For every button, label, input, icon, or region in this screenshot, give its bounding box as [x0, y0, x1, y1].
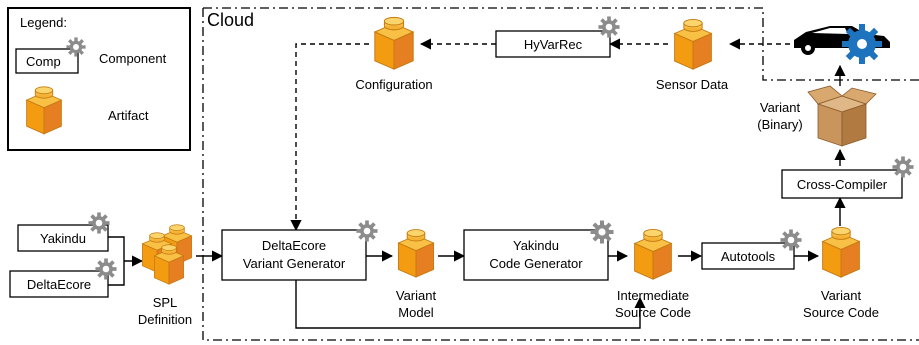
gear-icon: [842, 24, 882, 64]
legend-artifact-label: Artifact: [108, 108, 149, 123]
component-yakindu: Yakindu: [17, 212, 110, 252]
component-hyvarrec: HyVarRec: [495, 16, 620, 58]
gear-icon: [780, 229, 802, 251]
gear-icon: [88, 212, 110, 234]
artifact-variant-binary: Variant (Binary): [757, 85, 877, 147]
gear-icon: [95, 258, 117, 280]
artifact-variant-model: Variant Model: [396, 229, 437, 320]
artifact-cube-icon: [674, 19, 712, 70]
artifact-cube-icon: [397, 229, 435, 278]
artifact-configuration: Configuration: [355, 16, 433, 92]
artifact-cube-icon: [822, 227, 860, 278]
artifact-cube-icon: [374, 16, 414, 70]
artifact-variant-source-code: Variant Source Code: [803, 227, 879, 320]
artifact-variant-source-line2: Source Code: [803, 305, 879, 320]
component-hyvarrec-label: HyVarRec: [524, 37, 583, 52]
artifact-sensor-data: Sensor Data: [656, 19, 729, 92]
artifact-spl-definition-line1: SPL: [153, 295, 178, 310]
artifact-variant-model-line1: Variant: [396, 288, 437, 303]
cloud-label: Cloud: [207, 10, 254, 30]
gear-icon: [598, 16, 620, 38]
gear-icon: [590, 220, 614, 244]
component-yakindu-code-generator-line2: Code Generator: [489, 256, 583, 271]
artifact-intermediate-line2: Source Code: [615, 305, 691, 320]
artifact-intermediate-source-code: Intermediate Source Code: [615, 229, 691, 320]
component-deltaecore-generator-line1: DeltaEcore: [262, 238, 326, 253]
artifact-spl-definition: SPL Definition: [138, 224, 192, 327]
artifact-variant-source-line1: Variant: [821, 288, 862, 303]
component-cross-compiler-label: Cross-Compiler: [797, 177, 888, 192]
component-deltaecore-variant-generator: DeltaEcore Variant Generator: [221, 220, 378, 281]
component-cross-compiler: Cross-Compiler: [781, 156, 914, 199]
artifact-spl-definition-line2: Definition: [138, 312, 192, 327]
legend: Legend: Comp Component Artifact: [7, 7, 191, 151]
component-deltaecore-input-label: DeltaEcore: [27, 277, 91, 292]
artifact-sensor-data-label: Sensor Data: [656, 77, 729, 92]
gear-icon: [356, 220, 378, 242]
legend-component-sample-label: Comp: [26, 54, 61, 69]
artifact-variant-binary-line1: Variant: [760, 100, 801, 115]
artifact-cube-icon: [634, 229, 672, 280]
component-yakindu-label: Yakindu: [40, 231, 86, 246]
component-yakindu-code-generator: Yakindu Code Generator: [463, 220, 614, 281]
package-icon: [807, 85, 877, 147]
component-autotools-label: Autotools: [721, 249, 776, 264]
component-autotools: Autotools: [701, 229, 802, 270]
legend-title: Legend:: [20, 15, 67, 30]
legend-component-sample: [15, 48, 79, 74]
component-yakindu-code-generator-line1: Yakindu: [513, 238, 559, 253]
legend-component-label: Component: [99, 51, 167, 66]
artifact-configuration-label: Configuration: [355, 77, 432, 92]
component-deltaecore-generator-line2: Variant Generator: [243, 256, 346, 271]
gear-icon: [892, 156, 914, 178]
artifact-variant-binary-line2: (Binary): [757, 117, 803, 132]
gear-icon: [66, 37, 86, 57]
edges: [108, 38, 846, 329]
car-icon: [794, 24, 890, 64]
component-deltaecore-input: DeltaEcore: [9, 258, 117, 298]
artifact-variant-model-line2: Model: [398, 305, 434, 320]
artifact-intermediate-line1: Intermediate: [617, 288, 689, 303]
